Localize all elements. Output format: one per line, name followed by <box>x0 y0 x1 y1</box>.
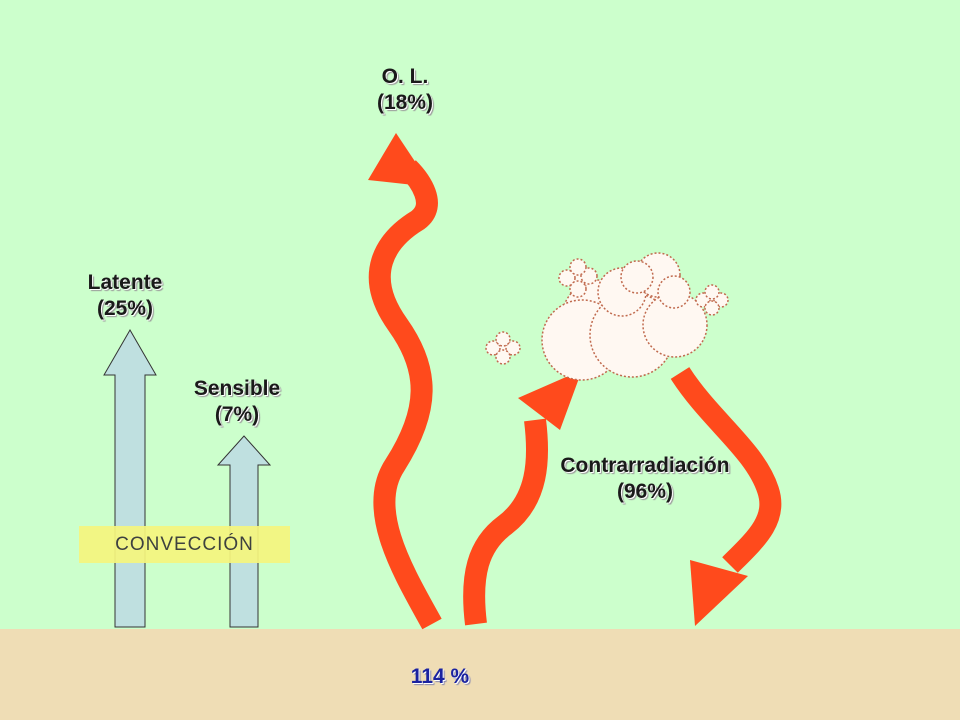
upward-radiation-arrow-shaft <box>463 418 549 626</box>
counter-radiation-name: Contrarradiación <box>560 454 730 477</box>
counter-radiation-label: Contrarradiación (96%) <box>545 453 745 505</box>
sensible-heat-name: Sensible <box>193 377 281 400</box>
sky-background <box>0 0 960 630</box>
outgoing-longwave-label: O. L. (18%) <box>345 64 465 116</box>
convection-label: CONVECCIÓN <box>79 526 290 563</box>
outgoing-longwave-arrow-shaft <box>368 160 442 630</box>
outgoing-longwave-arrowhead <box>368 133 432 187</box>
sensible-heat-label: Sensible (7%) <box>177 376 297 428</box>
counter-radiation-percent: (96%) <box>616 480 674 503</box>
latent-heat-name: Latente <box>87 271 163 294</box>
total-percentage: 114 % <box>410 665 470 688</box>
sensible-heat-percent: (7%) <box>214 403 260 426</box>
counter-radiation-arrowhead <box>690 560 748 626</box>
latent-heat-label: Latente (25%) <box>65 270 185 322</box>
outgoing-longwave-percent: (18%) <box>376 91 434 114</box>
ground <box>0 629 960 720</box>
outgoing-longwave-name: O. L. <box>381 65 429 88</box>
cloud-icon <box>485 252 729 381</box>
upward-radiation-arrowhead <box>518 370 582 430</box>
latent-heat-percent: (25%) <box>96 297 154 320</box>
counter-radiation-arrow-shaft <box>670 366 782 573</box>
